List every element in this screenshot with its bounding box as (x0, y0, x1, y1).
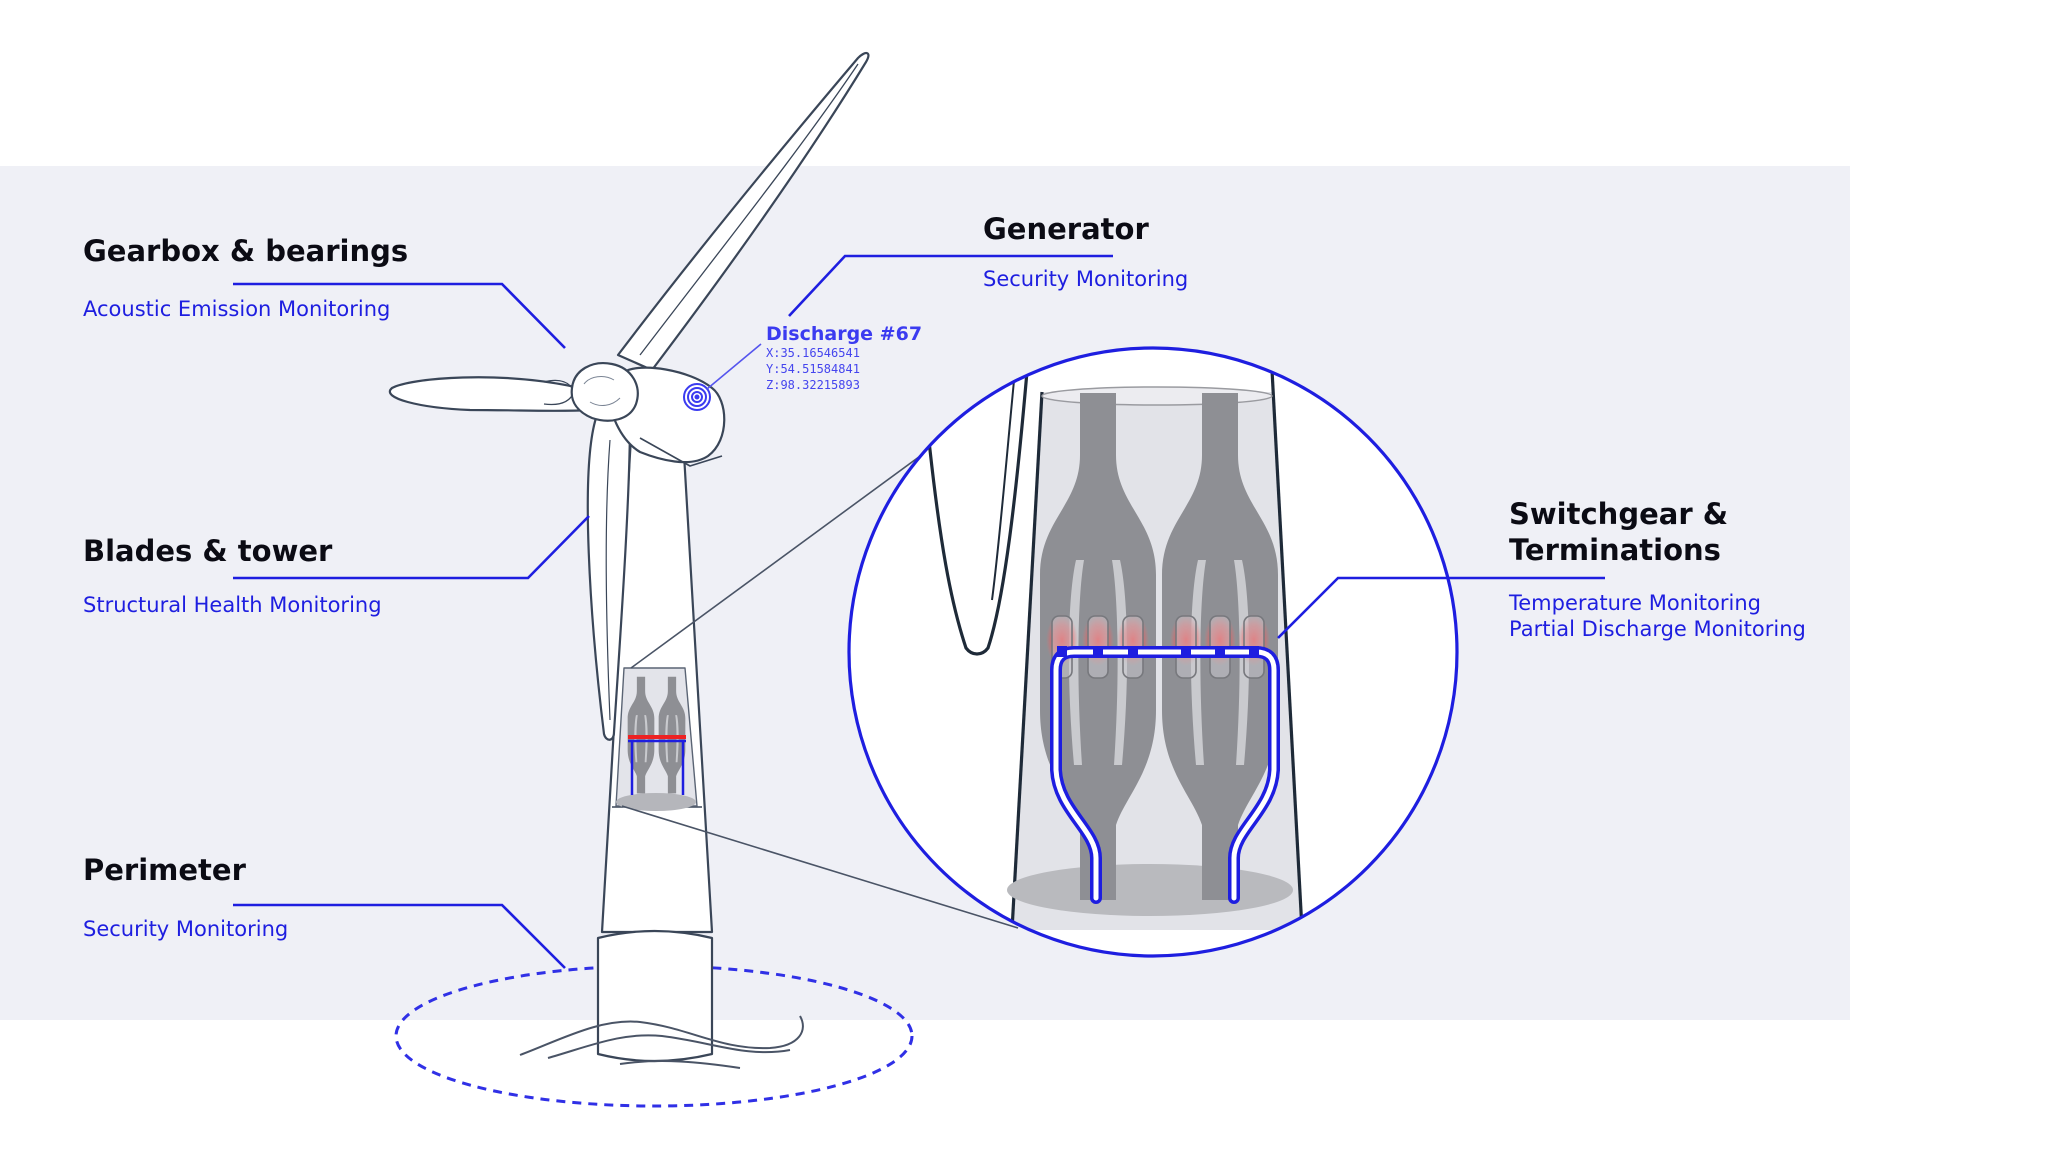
generator-subtitle: Security Monitoring (983, 267, 1189, 291)
switchgear-title-line1: Switchgear & (1509, 497, 1729, 531)
blades-leader-line (233, 515, 590, 580)
gearbox-title: Gearbox & bearings (83, 234, 409, 268)
zoom-connector-lower (621, 805, 1019, 929)
hub (570, 362, 639, 422)
blade-lower (586, 416, 632, 741)
perimeter-subtitle: Security Monitoring (83, 917, 289, 941)
discharge-title: Discharge #67 (766, 323, 923, 345)
discharge-z: Z:98.32215893 (766, 378, 860, 392)
blades-subtitle: Structural Health Monitoring (83, 593, 382, 617)
zoom-magnifier-icon (847, 346, 1459, 958)
zoom-blade-tip (918, 359, 1030, 656)
foundation (596, 929, 714, 1063)
switchgear-subtitles: Temperature Monitoring Partial Discharge… (1509, 590, 1806, 642)
generator-leader-line (788, 254, 1113, 317)
discharge-readout: Discharge #67 X:35.16546541 Y:54.5158484… (766, 323, 922, 393)
tower-switchgear-inset (615, 667, 698, 811)
blade-left (388, 376, 592, 412)
gearbox-subtitle: Acoustic Emission Monitoring (83, 297, 391, 321)
discharge-signal-icon (683, 383, 711, 411)
discharge-x: X:35.16546541 (766, 346, 860, 360)
sea-waves-icon (519, 1015, 804, 1069)
switchgear-leader-line (1277, 576, 1605, 639)
zoom-connector-upper (630, 439, 943, 669)
discharge-leader-line (706, 343, 762, 390)
gearbox-leader-line (233, 282, 566, 349)
perimeter-title: Perimeter (83, 853, 246, 887)
partial-discharge-sensor-cable (1050, 646, 1280, 904)
blade-upper (616, 52, 870, 372)
zoom-circle-border (847, 346, 1459, 958)
blades-title: Blades & tower (83, 534, 333, 568)
switchgear-title: Switchgear & Terminations (1509, 496, 1728, 568)
switchgear-subtitle-line2: Partial Discharge Monitoring (1509, 617, 1806, 641)
discharge-y: Y:54.51584841 (766, 362, 860, 376)
generator-title: Generator (983, 212, 1149, 246)
perimeter-leader-line (233, 903, 566, 969)
switchgear-title-line2: Terminations (1509, 533, 1721, 567)
wind-turbine-icon (388, 52, 870, 1063)
switchgear-subtitle-line1: Temperature Monitoring (1509, 591, 1761, 615)
